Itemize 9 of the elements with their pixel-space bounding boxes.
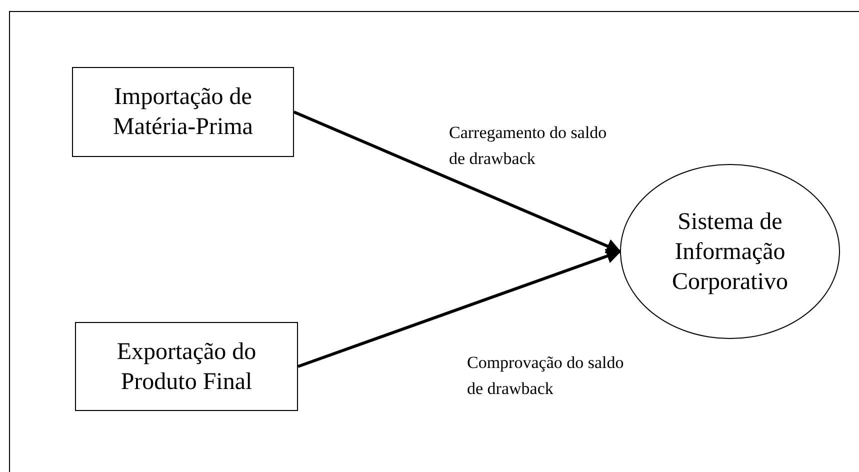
- process-box: [75, 322, 298, 411]
- node-label: Importação de Matéria-Prima: [112, 83, 254, 142]
- edge-label: Comprovação do saldo de drawback: [467, 352, 625, 400]
- arrow: [293, 110, 622, 254]
- arrow: [298, 248, 622, 368]
- process-box: [72, 67, 294, 157]
- node-label: Exportação do Produto Final: [116, 338, 258, 396]
- edge-label: Carregamento do saldo de drawback: [449, 122, 608, 170]
- node-label: Sistema de Informação Corporativo: [671, 208, 789, 296]
